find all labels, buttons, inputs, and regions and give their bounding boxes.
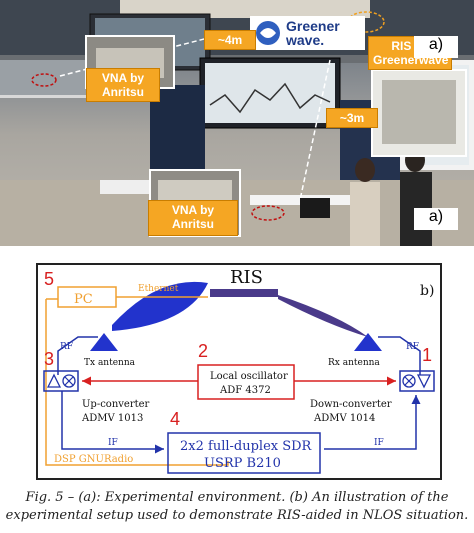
distance-label-4m: ~4m [204,30,256,50]
distance-label-3m: ~3m [326,108,378,128]
sdr-box [167,432,321,474]
down-converter-model: ADMV 1014 [313,413,375,424]
rx-antenna-icon [354,333,382,351]
panel-a-label-bottom: a) [414,208,458,230]
step-number-3: 3 [44,349,54,369]
setup-diagram-svg: RIS b) PC Ethernet RF RF Tx antenna Rx a… [43,267,435,474]
panel-b-label: b) [420,283,434,299]
down-converter-label: Down-converter [310,399,392,410]
step-number-1: 1 [422,345,432,365]
greenerwave-logo: Greener wave. [250,16,365,50]
rf-left-label: RF [60,342,73,352]
greenerwave-logo-icon [256,21,280,45]
step-number-4: 4 [170,409,180,429]
if-right-label: IF [374,438,384,448]
greenerwave-logo-text: Greener wave. [286,18,340,48]
rx-antenna-label: Rx antenna [328,358,380,368]
local-oscillator-label: Local oscillator [210,371,288,382]
local-oscillator-box [197,364,295,400]
setup-diagram: RIS b) PC Ethernet RF RF Tx antenna Rx a… [36,263,442,480]
experimental-environment-photo: Greener wave. ~4m ~3m VNA by Anritsu VNA… [0,0,474,246]
step-number-2: 2 [198,341,208,361]
pc-label: PC [74,292,93,307]
up-converter-icon [43,370,79,392]
dsp-label: DSP GNURadio [54,454,133,465]
caption-line-1: Fig. 5 – (a): Experimental environment. … [25,490,449,505]
sdr-label: 2x2 full-duplex SDR [180,439,313,454]
step-number-5: 5 [44,269,54,289]
panel-a-label: a) [414,36,458,58]
sdr-model: USRP B210 [204,456,281,471]
up-converter-model: ADMV 1013 [81,413,143,424]
vna-label-top: VNA by Anritsu [86,68,160,102]
caption-line-2: experimental setup used to demonstrate R… [5,508,469,523]
figure-caption: Fig. 5 – (a): Experimental environment. … [0,489,474,533]
tx-antenna-label: Tx antenna [84,358,136,368]
down-converter-icon [399,370,435,392]
ris-label: RIS [230,267,263,288]
ris-surface [210,289,278,297]
dsp-line [45,299,229,466]
tx-antenna-icon [90,333,118,351]
local-oscillator-model: ADF 4372 [219,385,271,396]
rf-right-label: RF [406,342,419,352]
up-converter-label: Up-converter [82,399,150,410]
vna-label-bottom: VNA by Anritsu [148,200,238,236]
tx-beam [112,281,208,331]
if-left-label: IF [108,438,118,448]
rx-beam [278,295,368,337]
ethernet-label: Ethernet [138,284,179,294]
